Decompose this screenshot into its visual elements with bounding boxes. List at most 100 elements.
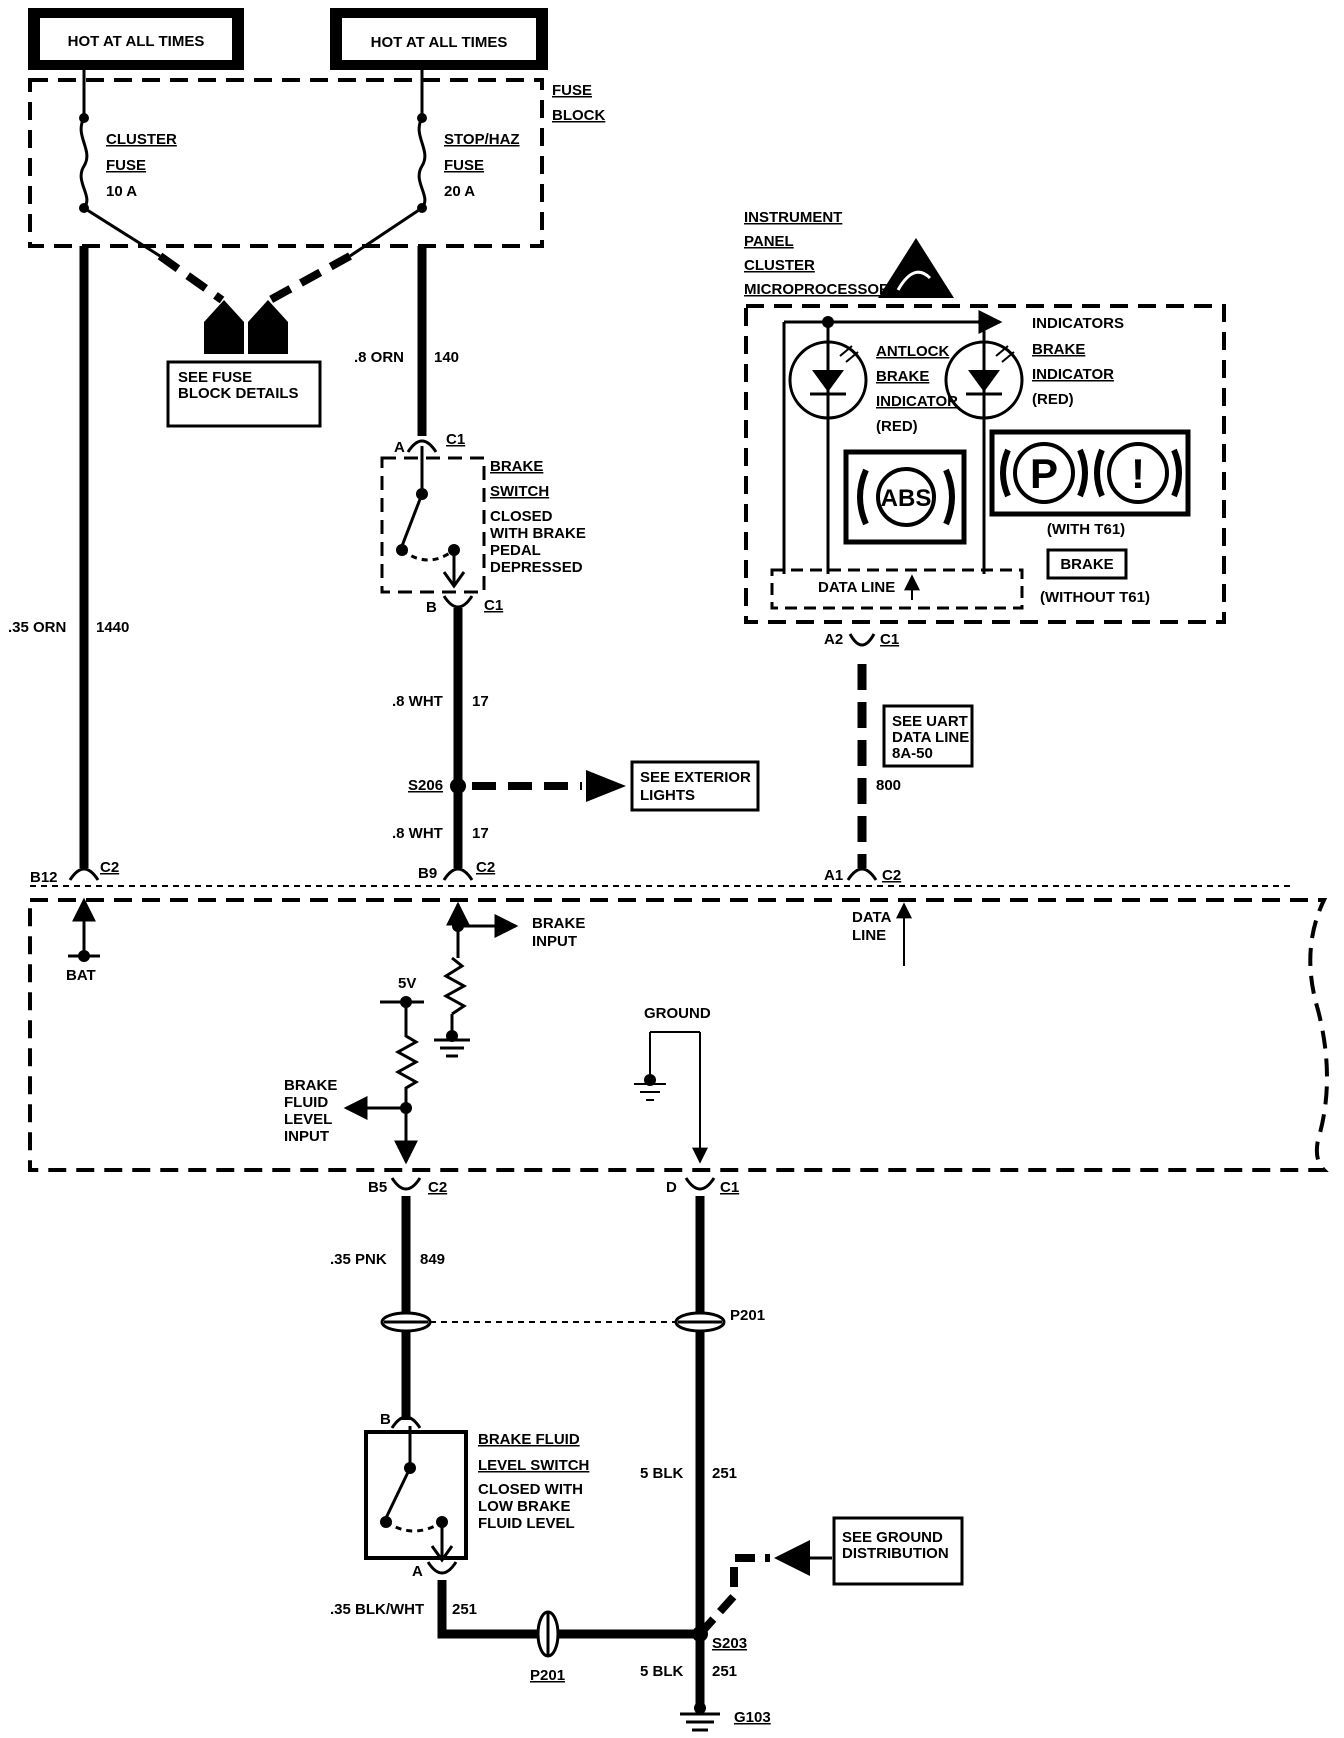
see-ground-1: SEE GROUND: [842, 1529, 943, 1546]
brake-text-box-label: BRAKE: [1060, 556, 1113, 573]
fluid-switch-connector-a: [426, 1561, 458, 1575]
cluster-data-line-box: [770, 568, 1024, 610]
brake-switch-connector-a: [406, 439, 438, 453]
module-pin-d: D: [666, 1179, 677, 1196]
inline-connector-p201-left: [380, 1311, 432, 1333]
fluid-input-4: INPUT: [284, 1128, 329, 1145]
splice-s206-label: S206: [408, 777, 443, 794]
brake-switch-outline: [380, 456, 486, 594]
fluid-input-2: FLUID: [284, 1094, 328, 1111]
module-data-line-2: LINE: [852, 927, 886, 944]
see-fuse-details-1: SEE FUSE: [178, 369, 252, 386]
fluid-switch-outline: [364, 1430, 468, 1560]
module-conn-b12: C2: [100, 859, 119, 876]
brake-switch-blade: [400, 493, 424, 547]
brake-switch-pin-a: A: [394, 439, 405, 456]
module-connector-b5: [390, 1177, 422, 1191]
abs-label-3: INDICATOR: [876, 393, 958, 410]
brake-switch-label-5: PEDAL: [490, 542, 541, 559]
inline-connector-p201-bottom: [536, 1610, 560, 1658]
module-outline: [28, 898, 1329, 1172]
see-exterior-lights-2: LIGHTS: [640, 787, 695, 804]
fluid-input-3: LEVEL: [284, 1111, 332, 1128]
wire-17-upper-number: 17: [472, 693, 489, 710]
brake-switch-label-6: DEPRESSED: [490, 559, 583, 576]
brake-label-2: INDICATOR: [1032, 366, 1114, 383]
abs-label-1: ANTLOCK: [876, 343, 949, 360]
module-connector-d: [684, 1177, 716, 1191]
brake-switch-conn-b: C1: [484, 597, 503, 614]
cluster-fuse-symbol: [79, 117, 89, 209]
park-icon-text: P: [1030, 450, 1058, 497]
ground-g103-label: G103: [734, 1709, 771, 1726]
wire-17-lower-number: 17: [472, 825, 489, 842]
module-pin-b5: B5: [368, 1179, 387, 1196]
see-exterior-lights-box: [630, 760, 760, 812]
fluid-switch-pin-b: B: [380, 1411, 391, 1428]
hot-at-all-times-box-2: HOT AT ALL TIMES: [330, 8, 548, 70]
see-uart-2: DATA LINE: [892, 729, 969, 746]
see-ground-2: DISTRIBUTION: [842, 1545, 949, 1562]
inline-connector-p201-right: [674, 1311, 726, 1333]
brake-switch-conn-a: C1: [446, 431, 465, 448]
cluster-outline: [744, 304, 1226, 624]
abs-icon-text: ABS: [881, 485, 932, 512]
brake-input-2: INPUT: [532, 933, 577, 950]
indicators-label: INDICATORS: [1032, 315, 1124, 332]
fluid-switch-label-3: CLOSED WITH: [478, 1481, 583, 1498]
fuse-block-label-1: FUSE: [552, 82, 592, 99]
wire-251-size: 5 BLK: [640, 1465, 684, 1482]
module-connector-a1: [846, 867, 878, 881]
fuse-block-outline: [28, 78, 544, 248]
wire-251-lower-number: 251: [712, 1663, 737, 1680]
wire-251-lower-size: 5 BLK: [640, 1663, 684, 1680]
p201-top-label: P201: [730, 1307, 765, 1324]
wire-849-number: 849: [420, 1251, 445, 1268]
hot-label-1: HOT AT ALL TIMES: [68, 33, 205, 50]
see-uart-1: SEE UART: [892, 713, 968, 730]
exclamation-icon-text: !: [1131, 450, 1145, 497]
hot-at-all-times-box-1: HOT AT ALL TIMES: [28, 8, 244, 70]
cluster-title-1: INSTRUMENT: [744, 209, 842, 226]
module-bat-label: BAT: [66, 967, 96, 984]
cluster-fuse-name: CLUSTER: [106, 131, 177, 148]
wire-140-number: 140: [434, 349, 459, 366]
fluid-switch-label-1: BRAKE FLUID: [478, 1431, 580, 1448]
ground-distribution-arrow: [774, 1540, 810, 1576]
see-exterior-lights-1: SEE EXTERIOR: [640, 769, 751, 786]
cluster-conn-a2: C1: [880, 631, 899, 648]
s206-arrow: [586, 770, 626, 802]
wire-800-number: 800: [876, 777, 901, 794]
fluid-switch-connector-b: [390, 1415, 422, 1429]
stop-haz-fuse-word: FUSE: [444, 157, 484, 174]
brake-input-1: BRAKE: [532, 915, 585, 932]
fluid-switch-label-2: LEVEL SWITCH: [478, 1457, 589, 1474]
p201-bottom-label: P201: [530, 1667, 565, 1684]
cluster-title-3: CLUSTER: [744, 257, 815, 274]
cluster-connector-a2: [848, 633, 876, 647]
module-ground-label: GROUND: [644, 1005, 711, 1022]
fluid-switch-label-4: LOW BRAKE: [478, 1498, 571, 1515]
module-data-line-1: DATA: [852, 909, 892, 926]
fuse-detail-arrow-left: [204, 300, 244, 354]
cluster-title-2: PANEL: [744, 233, 794, 250]
module-connector-b9: [442, 867, 474, 881]
cluster-title-4: MICROPROCESSOR: [744, 281, 890, 298]
park-brake-symbol-box: [989, 429, 1191, 517]
fluid-switch-pin-a: A: [412, 1563, 423, 1580]
module-connector-b12: [68, 867, 100, 881]
fuse-block-label-2: BLOCK: [552, 107, 605, 124]
stop-haz-fuse-symbol: [417, 117, 427, 209]
brake-label-1: BRAKE: [1032, 341, 1085, 358]
see-uart-box: [882, 704, 974, 768]
wire-1440-number: 1440: [96, 619, 129, 636]
see-ground-distribution-box: [832, 1516, 964, 1586]
module-conn-d: C1: [720, 1179, 739, 1196]
splice-s203-label: S203: [712, 1635, 747, 1652]
brake-text-box: [1046, 548, 1128, 580]
fuse-detail-arrow-right: [248, 300, 288, 354]
module-pin-a1: A1: [824, 867, 843, 884]
cluster-data-line-label: DATA LINE: [818, 579, 895, 596]
wire-251-number: 251: [712, 1465, 737, 1482]
